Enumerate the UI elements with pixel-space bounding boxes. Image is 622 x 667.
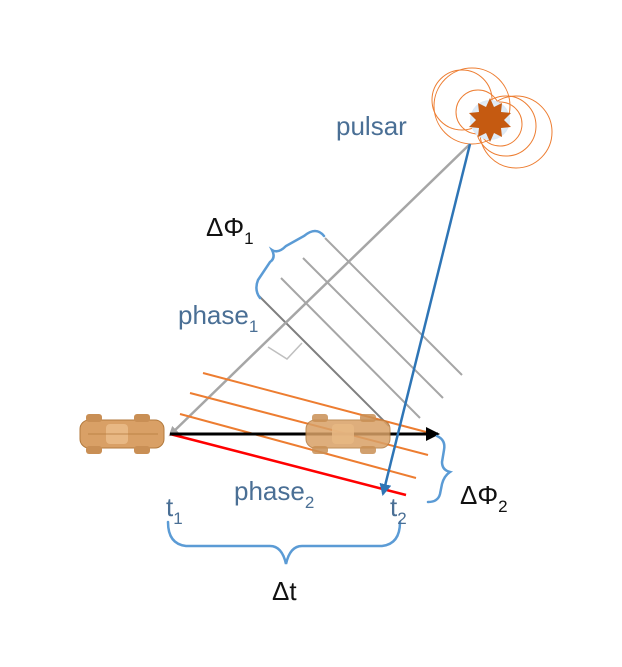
delta-phi1-brace — [255, 229, 326, 300]
delta-t-label: Δt — [272, 576, 297, 606]
delta-t-brace — [166, 520, 402, 565]
phase1-wavefront — [258, 295, 390, 427]
car-icon — [79, 414, 165, 454]
phase2-line — [169, 432, 407, 497]
delta-phi1-label: ΔΦ1 — [206, 212, 254, 248]
pulsar-star-icon — [431, 67, 553, 169]
pulsar-label: pulsar — [336, 111, 407, 141]
pulsar-wavefronts-gray — [280, 237, 463, 419]
phase2-label: phase2 — [234, 476, 314, 512]
pulsar-ray-gray — [168, 143, 471, 437]
car-icon — [305, 414, 391, 454]
right-angle-marker — [267, 342, 303, 360]
delta-phi2-brace — [426, 434, 454, 504]
phase1-label: phase1 — [178, 300, 258, 336]
t1-label: t1 — [166, 492, 183, 528]
t2-label: t2 — [390, 492, 407, 528]
delta-phi2-label: ΔΦ2 — [460, 480, 508, 516]
pulsar-ray-blue — [379, 143, 472, 496]
